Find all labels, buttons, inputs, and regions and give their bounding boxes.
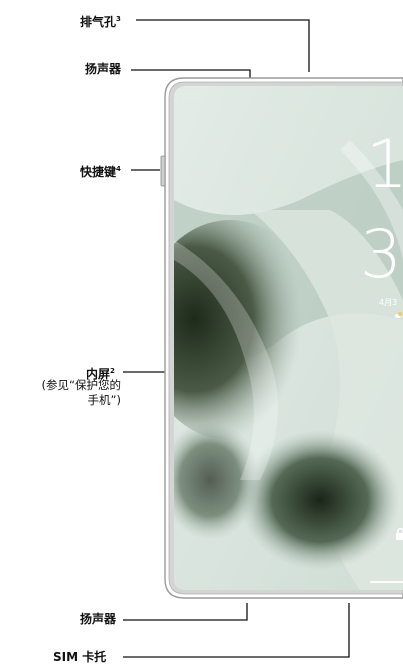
inner-screen-label: 内屏2 <box>86 367 115 381</box>
vent-leader <box>136 19 310 72</box>
clock-minute: 3 <box>360 216 402 293</box>
screen-wallpaper <box>174 86 403 590</box>
home-indicator <box>370 581 403 583</box>
see-note-line2: 手机”) <box>87 393 121 407</box>
speaker-bottom-leader <box>123 603 248 621</box>
clock-hour: 1 <box>366 126 403 203</box>
speaker-bottom-label: 扬声器 <box>80 612 117 626</box>
see-note-line1: (参见“保护您的 <box>41 378 121 392</box>
sim-tray-label: SIM 卡托 <box>53 650 107 664</box>
lockscreen-date: 4月3 <box>379 298 398 307</box>
shortcut-key <box>160 155 166 187</box>
weather-icon <box>395 312 402 318</box>
status-bar-time: 11:35 <box>182 93 200 100</box>
vent-label: 排气孔3 <box>80 15 121 29</box>
sim-tray-leader <box>123 603 350 658</box>
shortcut-key-label: 快捷键4 <box>80 165 121 179</box>
speaker-top-label: 扬声器 <box>85 62 122 76</box>
speaker-top-leader <box>131 69 251 79</box>
